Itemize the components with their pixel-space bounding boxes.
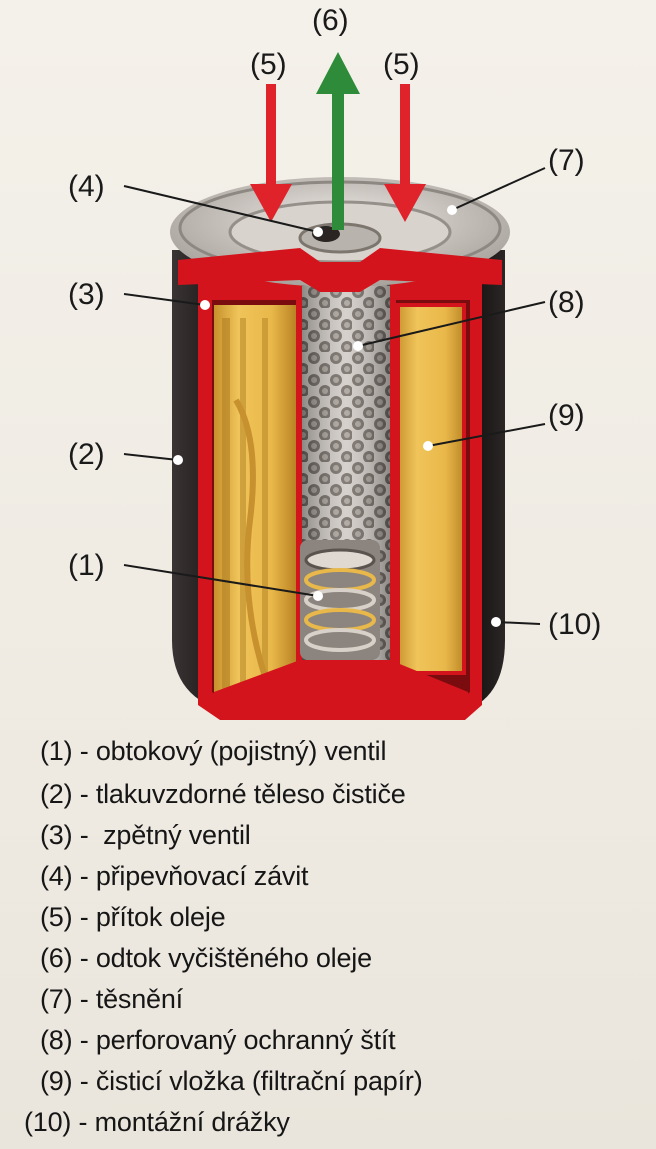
legend-item-2: (2) - tlakuvzdorné těleso čističe xyxy=(40,779,406,810)
legend-separator: - xyxy=(72,984,96,1014)
callout-3: (3) xyxy=(68,278,105,311)
legend-item-5: (5) - přítok oleje xyxy=(40,902,226,933)
callout-4: (4) xyxy=(68,170,105,203)
legend-number: (3) xyxy=(40,820,73,850)
legend-item-9: (9) - čisticí vložka (filtrační papír) xyxy=(40,1066,423,1097)
legend-text: tlakuvzdorné těleso čističe xyxy=(95,779,406,809)
callout-2: (2) xyxy=(68,438,105,471)
legend-item-7: (7) - těsnění xyxy=(40,984,183,1015)
inflow-arrow-left xyxy=(250,84,292,222)
callout-9: (9) xyxy=(548,399,585,432)
legend-text: přítok oleje xyxy=(95,902,226,932)
legend-text: těsnění xyxy=(95,984,183,1014)
filter-paper-left xyxy=(214,305,296,697)
legend-item-3: (3) - zpětný ventil xyxy=(40,820,251,851)
leader-line-3 xyxy=(123,293,206,306)
legend-number: (1) xyxy=(40,736,73,766)
bypass-valve xyxy=(300,540,380,660)
legend-separator: - xyxy=(72,902,96,932)
legend-separator: - xyxy=(72,943,96,973)
callout-5-right: (5) xyxy=(383,48,420,81)
bottom-plate xyxy=(214,660,468,705)
legend-text: perforovaný ochranný štít xyxy=(95,1025,396,1055)
callout-1: (1) xyxy=(68,549,105,582)
legend-number: (5) xyxy=(40,902,73,932)
callout-7: (7) xyxy=(548,144,585,177)
leader-line-9 xyxy=(427,423,546,447)
legend-number: (10) xyxy=(24,1107,72,1137)
leader-line-10 xyxy=(495,621,541,625)
legend-item-8: (8) - perforovaný ochranný štít xyxy=(40,1025,396,1056)
leader-line-8 xyxy=(357,301,546,347)
leader-line-4 xyxy=(123,185,319,233)
legend-separator: - xyxy=(72,861,96,891)
legend-separator: - xyxy=(72,1025,96,1055)
legend-separator: - xyxy=(71,1107,95,1137)
leader-lines xyxy=(123,167,546,625)
legend-separator: - xyxy=(72,736,96,766)
legend-number: (7) xyxy=(40,984,73,1014)
legend-number: (4) xyxy=(40,861,73,891)
outflow-arrow xyxy=(316,52,360,230)
legend-text: zpětný ventil xyxy=(103,820,251,850)
legend-number: (6) xyxy=(40,943,73,973)
callout-10: (10) xyxy=(548,608,601,641)
legend-text: připevňovací závit xyxy=(95,861,309,891)
legend-separator: - xyxy=(72,779,96,809)
filter-paper-right xyxy=(396,303,466,675)
oil-filter-diagram: (6) (5) (5) (4) (7) (3) (8) (9) (2) (1) … xyxy=(68,4,601,720)
legend-item-4: (4) - připevňovací závit xyxy=(40,861,309,892)
inflow-arrow-right xyxy=(384,84,426,222)
legend-item-6: (6) - odtok vyčištěného oleje xyxy=(40,943,372,974)
leader-line-2 xyxy=(123,453,179,461)
callout-8: (8) xyxy=(548,286,585,319)
leader-line-1 xyxy=(123,564,319,597)
legend-item-1: (1) - obtokový (pojistný) ventil xyxy=(40,736,386,767)
legend-text: odtok vyčištěného oleje xyxy=(95,943,372,973)
leader-dots xyxy=(173,205,501,627)
legend-text: čisticí vložka (filtrační papír) xyxy=(95,1066,423,1096)
legend-number: (8) xyxy=(40,1025,73,1055)
callout-5-left: (5) xyxy=(250,48,287,81)
legend-text: obtokový (pojistný) ventil xyxy=(95,736,387,766)
leader-line-7 xyxy=(451,167,546,211)
legend-item-10: (10) - montážní drážky xyxy=(24,1107,290,1138)
lid xyxy=(170,177,510,292)
legend-text: montážní drážky xyxy=(94,1107,290,1137)
legend-separator: - xyxy=(72,1066,96,1096)
callout-6: (6) xyxy=(312,4,349,37)
legend-number: (2) xyxy=(40,779,73,809)
legend-number: (9) xyxy=(40,1066,73,1096)
legend-separator: - xyxy=(72,820,104,850)
